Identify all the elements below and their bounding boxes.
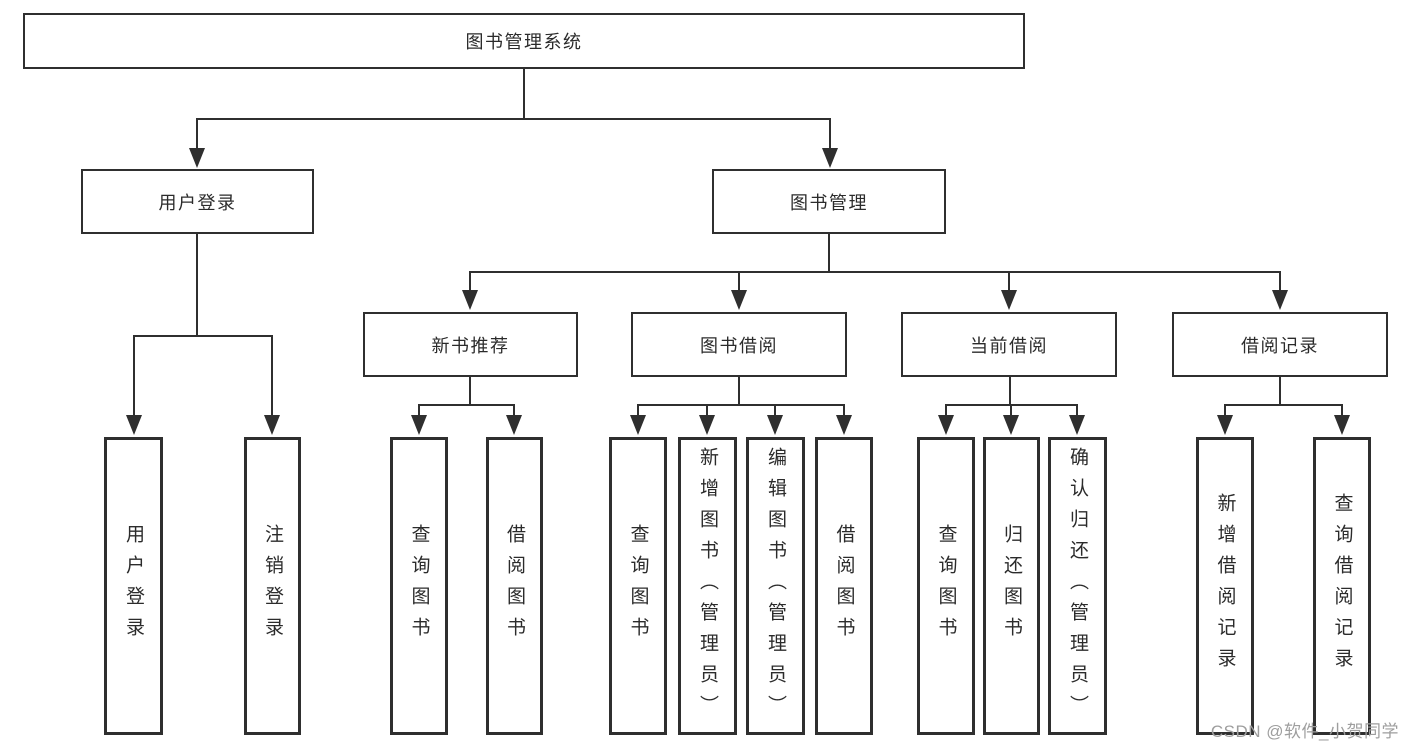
- node-book-borrow: 图书借阅: [631, 312, 847, 377]
- arrowhead: [630, 415, 646, 435]
- connector-group-book-borrow: [630, 376, 852, 435]
- leaf-confirm-return-admin: 确认归还（管理员）: [1048, 437, 1107, 735]
- arrowhead: [1001, 290, 1017, 310]
- arrowhead: [938, 415, 954, 435]
- leaf-query-books-borrow: 查询图书: [609, 437, 667, 735]
- leaf-add-book-admin-label: 新增图书（管理员）: [697, 446, 718, 726]
- leaf-query-books-recommend-label: 查询图书: [408, 524, 430, 648]
- node-current-borrow: 当前借阅: [901, 312, 1117, 377]
- leaf-logout-label: 注销登录: [262, 524, 283, 648]
- arrowhead: [1217, 415, 1233, 435]
- node-root-label: 图书管理系统: [465, 32, 583, 52]
- node-user-login: 用户登录: [81, 169, 314, 234]
- arrowhead: [264, 415, 280, 435]
- node-borrow-records: 借阅记录: [1172, 312, 1388, 377]
- arrowhead: [1069, 415, 1085, 435]
- node-root: 图书管理系统: [23, 13, 1025, 69]
- node-borrow-records-label: 借阅记录: [1241, 335, 1319, 356]
- csdn-watermark: CSDN @软件_小贺同学: [1210, 722, 1399, 741]
- node-new-book-recommend-label: 新书推荐: [431, 335, 510, 356]
- arrowhead: [1003, 415, 1019, 435]
- leaf-edit-book-admin-label: 编辑图书（管理员）: [765, 446, 786, 726]
- connector-group-root: [189, 68, 838, 168]
- leaf-user-login: 用户登录: [104, 437, 163, 735]
- arrowhead: [189, 148, 205, 168]
- arrowhead: [822, 148, 838, 168]
- connector-group-borrow-records: [1217, 376, 1350, 435]
- arrowhead: [731, 290, 747, 310]
- connector-group-new-book-recommend: [411, 376, 522, 435]
- leaf-query-books-current-label: 查询图书: [935, 524, 957, 648]
- arrowhead: [506, 415, 522, 435]
- connector-group-book-management: [462, 233, 1288, 310]
- node-book-management: 图书管理: [712, 169, 946, 234]
- leaf-edit-book-admin: 编辑图书（管理员）: [746, 437, 805, 735]
- connector-group-user-login: [126, 233, 280, 435]
- leaf-add-book-admin: 新增图书（管理员）: [678, 437, 737, 735]
- connector-group-current-borrow: [938, 376, 1085, 435]
- arrowhead: [836, 415, 852, 435]
- leaf-query-books-recommend: 查询图书: [390, 437, 448, 735]
- arrowhead: [699, 415, 715, 435]
- leaf-return-books: 归还图书: [983, 437, 1040, 735]
- leaf-borrow-books-recommend-label: 借阅图书: [504, 524, 525, 648]
- leaf-query-books-borrow-label: 查询图书: [627, 524, 649, 648]
- node-book-management-label: 图书管理: [790, 192, 868, 213]
- leaf-user-login-label: 用户登录: [123, 524, 144, 648]
- leaf-query-borrow-record: 查询借阅记录: [1313, 437, 1371, 735]
- node-user-login-label: 用户登录: [158, 192, 237, 213]
- leaf-confirm-return-admin-label: 确认归还（管理员）: [1067, 446, 1088, 726]
- arrowhead: [126, 415, 142, 435]
- arrowhead: [411, 415, 427, 435]
- leaf-borrow-books-borrow: 借阅图书: [815, 437, 873, 735]
- leaf-query-borrow-record-label: 查询借阅记录: [1331, 493, 1353, 679]
- leaf-borrow-books-recommend: 借阅图书: [486, 437, 543, 735]
- leaf-query-books-current: 查询图书: [917, 437, 975, 735]
- node-book-borrow-label: 图书借阅: [700, 335, 778, 356]
- node-current-borrow-label: 当前借阅: [970, 335, 1048, 356]
- arrowhead: [767, 415, 783, 435]
- leaf-logout: 注销登录: [244, 437, 301, 735]
- leaf-borrow-books-borrow-label: 借阅图书: [833, 524, 855, 648]
- arrowhead: [462, 290, 478, 310]
- arrowhead: [1334, 415, 1350, 435]
- leaf-add-borrow-record-label: 新增借阅记录: [1214, 493, 1236, 679]
- arrowhead: [1272, 290, 1288, 310]
- node-new-book-recommend: 新书推荐: [363, 312, 578, 377]
- leaf-add-borrow-record: 新增借阅记录: [1196, 437, 1254, 735]
- leaf-return-books-label: 归还图书: [1001, 524, 1022, 648]
